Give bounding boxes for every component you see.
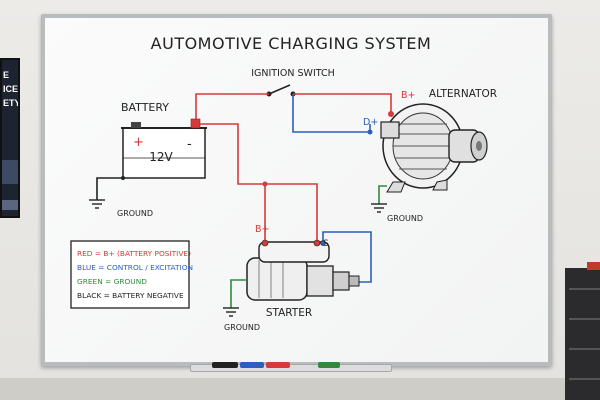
starter-label: STARTER: [266, 307, 312, 319]
legend-item-blue: BLUE = CONTROL / EXCITATION: [77, 263, 193, 272]
cabinet-drawer: [569, 288, 600, 290]
ignition-switch-symbol: [266, 84, 296, 97]
ignition-switch-label: IGNITION SWITCH: [251, 68, 335, 79]
battery-positive-sign: +: [133, 135, 144, 150]
poster-text: E ICE ETY: [3, 70, 20, 108]
starter-bplus-label: B+: [255, 224, 269, 235]
marker-tray: [190, 364, 392, 372]
battery-negative-sign: -: [187, 137, 192, 152]
green-marker[interactable]: [318, 362, 340, 368]
battery-ground-symbol: [89, 199, 105, 209]
alternator-ground-symbol: [371, 203, 387, 213]
alternator-ground-label: GROUND: [387, 214, 423, 223]
wall-poster: E ICE ETY: [0, 58, 20, 218]
ignition-to-alternator-dplus-wire: [292, 94, 371, 133]
legend-box: [70, 240, 190, 309]
battery-voltage: 12V: [149, 150, 173, 164]
battery-to-ignition-wire: [195, 93, 269, 119]
starter-solenoid-wire: [322, 231, 372, 283]
poster-footer: [2, 200, 18, 210]
charging-system-diagram: AUTOMOTIVE CHARGING SYSTEM IGNITION SWIT…: [70, 34, 497, 332]
floor: [0, 378, 600, 400]
cabinet-light: [587, 262, 600, 270]
black-marker[interactable]: [212, 362, 238, 368]
battery-ground-node: [121, 176, 125, 180]
legend-item-black: BLACK = BATTERY NEGATIVE: [77, 291, 184, 300]
diagram-title: AUTOMOTIVE CHARGING SYSTEM: [151, 34, 432, 53]
red-marker[interactable]: [266, 362, 290, 368]
battery-ground-label: GROUND: [117, 209, 153, 218]
legend-item-red: RED = B+ (BATTERY POSITIVE): [77, 249, 191, 258]
alternator-bplus-terminal: [388, 111, 394, 117]
starter-drawing: [246, 239, 360, 301]
alternator-dplus-terminal: [367, 129, 373, 135]
starter-s-label: S: [323, 239, 329, 249]
whiteboard-frame: [41, 14, 552, 366]
ignition-to-alternator-wire: [293, 93, 392, 114]
cabinet-drawer: [569, 378, 600, 380]
poster-car-image: [2, 160, 18, 184]
battery-ground-wire: [96, 177, 123, 200]
blue-marker[interactable]: [240, 362, 264, 368]
cabinet-drawer: [569, 348, 600, 350]
alternator-drawing: [380, 103, 488, 193]
alternator-ground-wire: [378, 185, 387, 204]
starter-ground-symbol: [223, 307, 239, 317]
legend-item-green: GREEN = GROUND: [77, 277, 147, 286]
alternator-bplus-label: B+: [401, 90, 415, 101]
starter-ground-wire: [230, 279, 247, 308]
battery-label: BATTERY: [121, 101, 169, 114]
battery-to-starter-wire: [200, 123, 318, 242]
battery-symbol: [121, 118, 207, 179]
red-junction-node: [262, 181, 268, 187]
alternator-dplus-label: D+: [363, 117, 378, 128]
tool-cabinet: [565, 262, 600, 400]
alternator-label: ALTERNATOR: [429, 88, 497, 100]
starter-ground-label: GROUND: [224, 323, 260, 332]
cabinet-drawer: [569, 318, 600, 320]
